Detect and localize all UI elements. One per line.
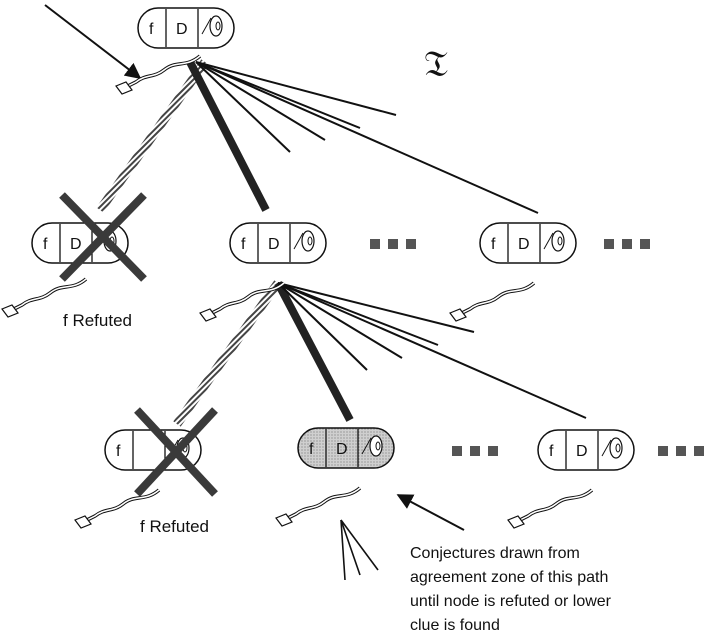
tree-node-right: f D bbox=[448, 222, 577, 323]
conjecture-line bbox=[340, 519, 361, 576]
edge-mid-fan bbox=[277, 282, 403, 359]
caption-line: Conjectures drawn from bbox=[410, 545, 580, 562]
node-f-label: f bbox=[116, 443, 121, 460]
node-f-label: f bbox=[549, 443, 554, 460]
conjecture-line bbox=[340, 519, 346, 581]
node-f-label: f bbox=[149, 21, 154, 38]
tree-node-refuted: f bbox=[73, 407, 218, 530]
caption-line: until node is refuted or lower bbox=[410, 593, 612, 610]
edge-root-fan bbox=[195, 61, 397, 116]
node-d-label: D bbox=[70, 236, 82, 253]
node-d-label: D bbox=[576, 443, 588, 460]
node-d-label: D bbox=[176, 21, 188, 38]
node-d-label: D bbox=[518, 236, 530, 253]
tree-node-refuted: f D bbox=[0, 192, 147, 319]
caption-line: clue is found bbox=[410, 617, 500, 634]
edge-root-fan bbox=[195, 61, 291, 153]
tree-node-root: f D bbox=[114, 7, 235, 96]
edge-root-to-middle bbox=[186, 60, 270, 212]
edge-mid-fan bbox=[277, 282, 439, 346]
conjecture-line bbox=[340, 519, 379, 571]
tree-node-current: f D bbox=[274, 427, 395, 528]
edge-mid-to-shaded bbox=[274, 281, 354, 422]
ellipsis-marker bbox=[604, 239, 650, 249]
node-f-label: f bbox=[241, 236, 246, 253]
refuted-x-mark bbox=[59, 192, 147, 282]
ellipsis-marker bbox=[452, 446, 498, 456]
caption-line: agreement zone of this path bbox=[410, 569, 608, 586]
edge-root-to-refuted bbox=[96, 59, 209, 213]
refuted-label: f Refuted bbox=[140, 517, 209, 536]
tree-symbol: 𝔗 bbox=[424, 43, 448, 84]
tree-node-right: f D bbox=[506, 429, 635, 530]
caption: Conjectures drawn from agreement zone of… bbox=[410, 545, 612, 634]
node-d-label: D bbox=[336, 441, 348, 458]
ellipsis-marker bbox=[370, 239, 416, 249]
tree-edges bbox=[96, 59, 587, 581]
edge-root-fan bbox=[195, 61, 326, 141]
refuted-x-mark bbox=[134, 407, 218, 497]
tree-node-middle: f D bbox=[198, 222, 327, 323]
node-f-label: f bbox=[491, 236, 496, 253]
entry-arrow bbox=[44, 4, 142, 79]
edge-mid-to-right bbox=[277, 282, 587, 419]
node-f-label: f bbox=[309, 441, 314, 458]
edge-mid-to-refuted bbox=[173, 280, 282, 427]
edge-mid-fan bbox=[277, 282, 475, 333]
node-f-label: f bbox=[43, 236, 48, 253]
edge-root-to-right bbox=[195, 61, 539, 214]
node-d-label: D bbox=[268, 236, 280, 253]
edge-mid-fan bbox=[277, 282, 368, 371]
caption-arrow bbox=[396, 494, 465, 531]
refuted-label: f Refuted bbox=[63, 311, 132, 330]
ellipsis-marker bbox=[658, 446, 704, 456]
